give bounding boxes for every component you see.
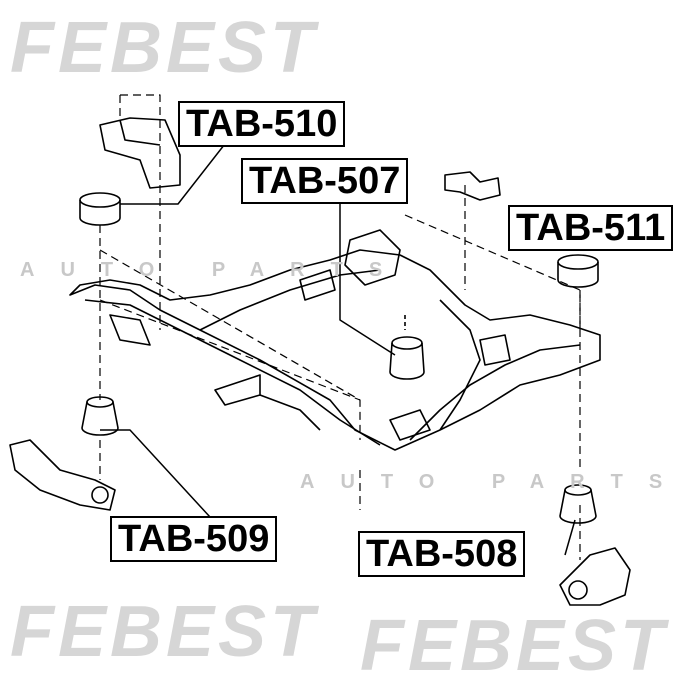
subframe [69, 229, 601, 451]
watermark-logo: FEBEST [10, 592, 319, 672]
upper-right-mount [444, 171, 501, 201]
bushing-tab-511 [557, 254, 599, 288]
lower-left-mount [9, 439, 116, 511]
part-label-tab-509: TAB-509 [110, 516, 278, 562]
watermark-logo: FEBEST [360, 606, 669, 686]
bushing-tab-510 [79, 192, 121, 226]
part-label-tab-511: TAB-511 [508, 205, 674, 251]
lower-right-mount [559, 547, 631, 606]
part-label-tab-510: TAB-510 [178, 101, 346, 147]
part-label-tab-507: TAB-507 [241, 158, 409, 204]
leader-lines [100, 139, 576, 556]
part-label-tab-508: TAB-508 [358, 531, 526, 577]
watermark-tagline: AUTO PARTS [300, 471, 689, 493]
watermark-logo: FEBEST [10, 8, 319, 88]
bushing-tab-507 [389, 315, 425, 380]
assembly-guide-lines [99, 94, 581, 560]
bushing-tab-508 [559, 484, 597, 524]
watermark-tagline: AUTO PARTS [20, 259, 409, 281]
upper-left-mount [99, 117, 181, 189]
